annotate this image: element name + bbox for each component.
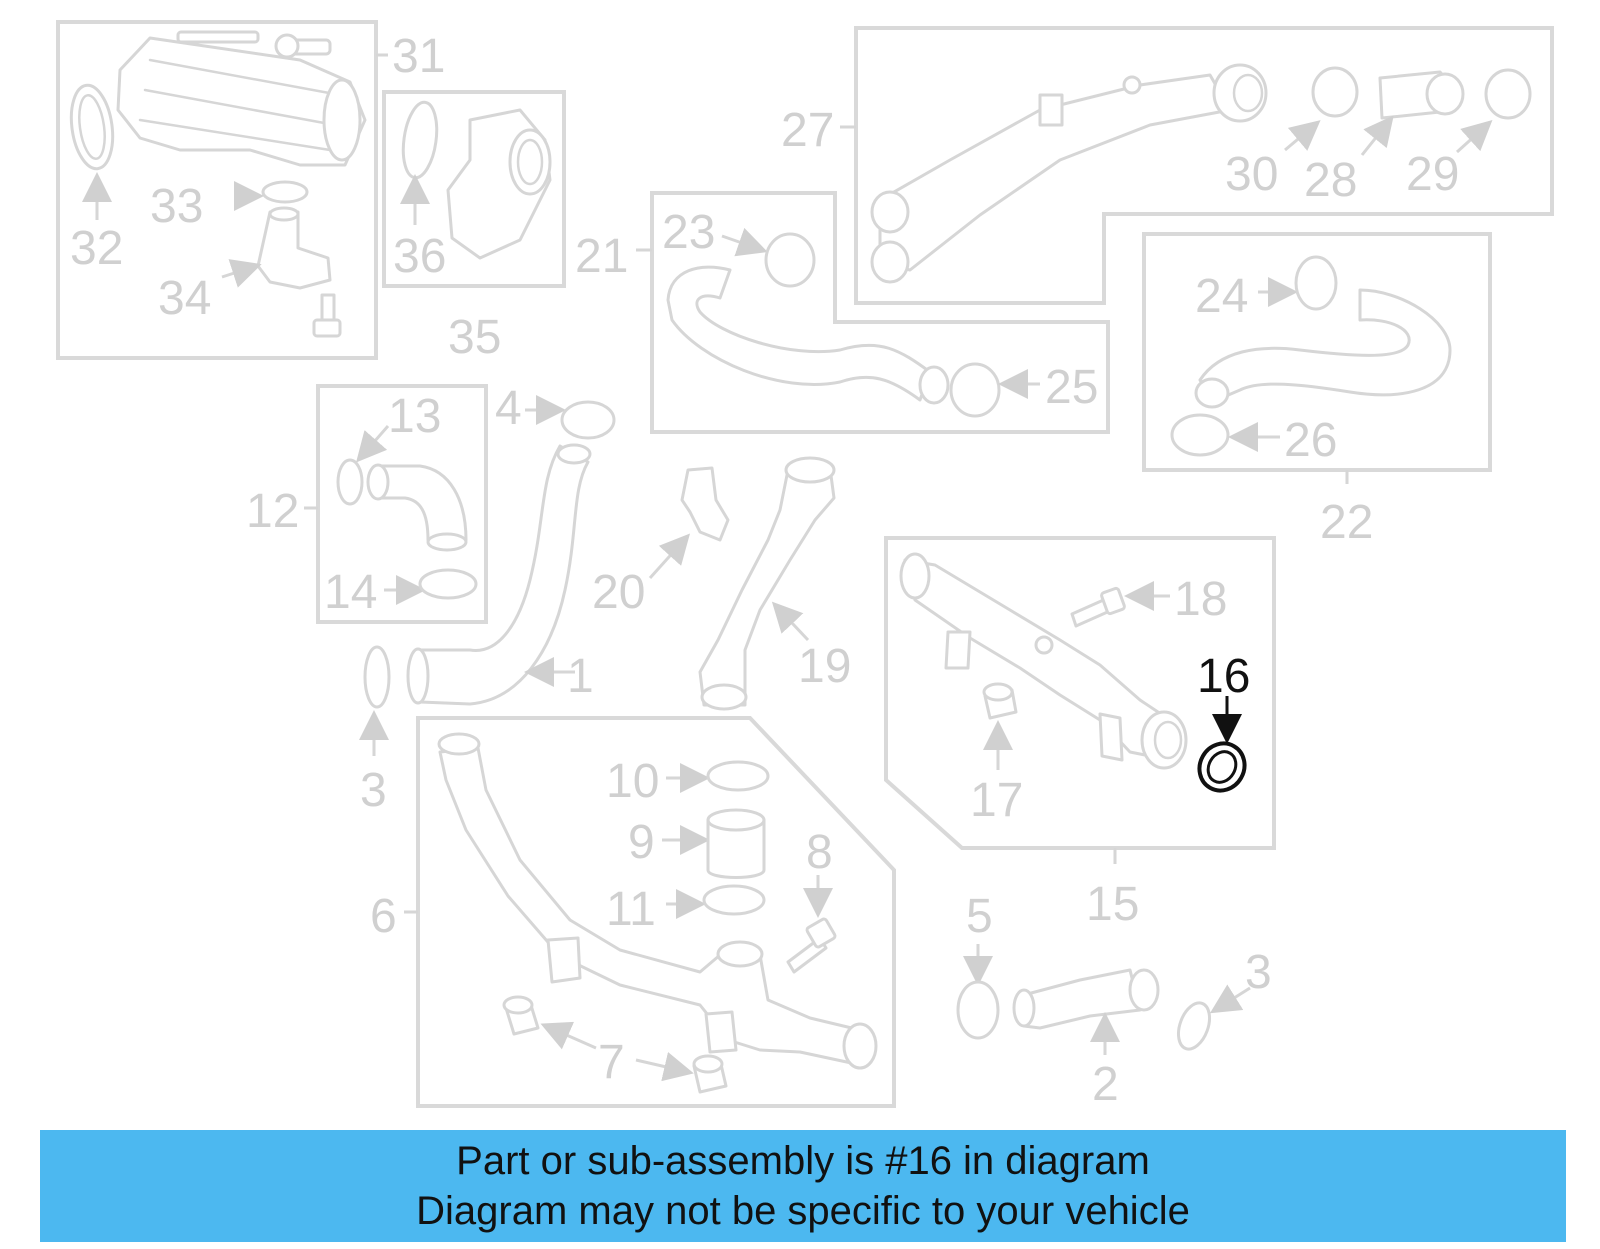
label-17: 17	[970, 774, 1023, 827]
clamp-5	[956, 980, 1000, 1040]
clamp-29	[1484, 68, 1532, 120]
clamp-23	[764, 232, 816, 288]
hose-1-assembly: 4 1 3	[359, 382, 616, 817]
label-22: 22	[1320, 496, 1373, 549]
gasket-3a	[363, 645, 391, 709]
label-10: 10	[606, 755, 659, 808]
loose-parts: 5 2 3	[956, 890, 1272, 1111]
group-12-frame	[316, 384, 488, 624]
fitting-34	[256, 210, 332, 290]
gasket-3b	[1176, 1001, 1212, 1051]
hose-12	[376, 464, 468, 542]
label-3a: 3	[360, 764, 387, 817]
group-22: 22 24 26	[1142, 232, 1492, 549]
label-6: 6	[370, 890, 397, 943]
group-22-frame	[1142, 232, 1492, 472]
group-21: 21 23 25	[575, 191, 1110, 434]
banner-line-1: Part or sub-assembly is #16 in diagram	[456, 1139, 1150, 1183]
label-13: 13	[388, 390, 441, 443]
label-11: 11	[606, 883, 656, 936]
seal-16	[1197, 741, 1247, 793]
group-27: 27 30 28 29	[781, 26, 1554, 305]
label-30: 30	[1225, 148, 1278, 201]
group-12: 12 13 14	[246, 384, 488, 624]
clamp-26	[1170, 413, 1230, 457]
group-6-frame	[416, 716, 896, 1108]
label-21: 21	[575, 230, 628, 283]
label-34: 34	[158, 272, 211, 325]
label-1: 1	[567, 650, 594, 703]
label-15: 15	[1086, 878, 1139, 931]
label-27: 27	[781, 104, 834, 157]
sleeve-9	[706, 818, 766, 879]
gasket-13	[336, 458, 364, 506]
label-3b: 3	[1245, 946, 1272, 999]
label-4: 4	[495, 382, 522, 435]
gasket-32	[69, 83, 115, 171]
group-35-frame	[382, 90, 566, 288]
label-23: 23	[662, 206, 715, 259]
pipe-15	[903, 558, 1172, 760]
clamp-30	[1311, 66, 1359, 118]
label-33: 33	[150, 180, 203, 233]
group-21-frame	[650, 191, 1110, 434]
label-26: 26	[1284, 414, 1337, 467]
group-35: 35 36	[382, 90, 566, 364]
label-32: 32	[70, 222, 123, 275]
group-31-frame	[56, 20, 378, 360]
label-24: 24	[1195, 270, 1248, 323]
sensor-20	[680, 466, 730, 542]
group-15-frame	[884, 536, 1276, 850]
group-31: 31 32 33 34	[56, 20, 445, 360]
group-27-frame	[854, 26, 1554, 305]
manifold-31	[116, 36, 367, 167]
clamp-4	[560, 400, 616, 440]
label-20: 20	[592, 566, 645, 619]
clamp-24	[1294, 255, 1338, 311]
label-31: 31	[392, 30, 445, 83]
hose-21	[666, 265, 932, 402]
label-18: 18	[1174, 573, 1227, 626]
hose-2	[1018, 968, 1142, 1030]
parts-diagram: 31 32 33 34 35 36	[56, 20, 1554, 1111]
part-19-20: 20 19	[592, 456, 851, 711]
gasket-36	[401, 100, 439, 180]
label-35: 35	[448, 311, 501, 364]
hose-22	[1198, 288, 1452, 404]
label-5: 5	[966, 890, 993, 943]
label-25: 25	[1045, 361, 1098, 414]
label-19: 19	[798, 640, 851, 693]
label-28: 28	[1304, 154, 1357, 207]
label-12: 12	[246, 485, 299, 538]
pipe-19	[698, 466, 836, 707]
label-29: 29	[1406, 148, 1459, 201]
banner-line-2: Diagram may not be specific to your vehi…	[416, 1189, 1190, 1233]
label-9: 9	[628, 816, 655, 869]
label-7: 7	[598, 1036, 625, 1089]
info-banner: Part or sub-assembly is #16 in diagram D…	[40, 1130, 1566, 1242]
gasket-33	[261, 180, 309, 204]
label-36: 36	[393, 230, 446, 283]
clamp-11	[702, 884, 766, 916]
label-16: 16	[1197, 650, 1250, 703]
label-14: 14	[324, 566, 377, 619]
clamp-25	[949, 362, 1001, 418]
label-2: 2	[1092, 1058, 1119, 1111]
group-15: 15 18 17 16	[884, 536, 1276, 931]
clamp-14	[418, 568, 478, 600]
label-8: 8	[806, 826, 833, 879]
group-6: 6 10 9 11 8 7	[370, 716, 896, 1108]
clamp-10	[706, 760, 770, 792]
